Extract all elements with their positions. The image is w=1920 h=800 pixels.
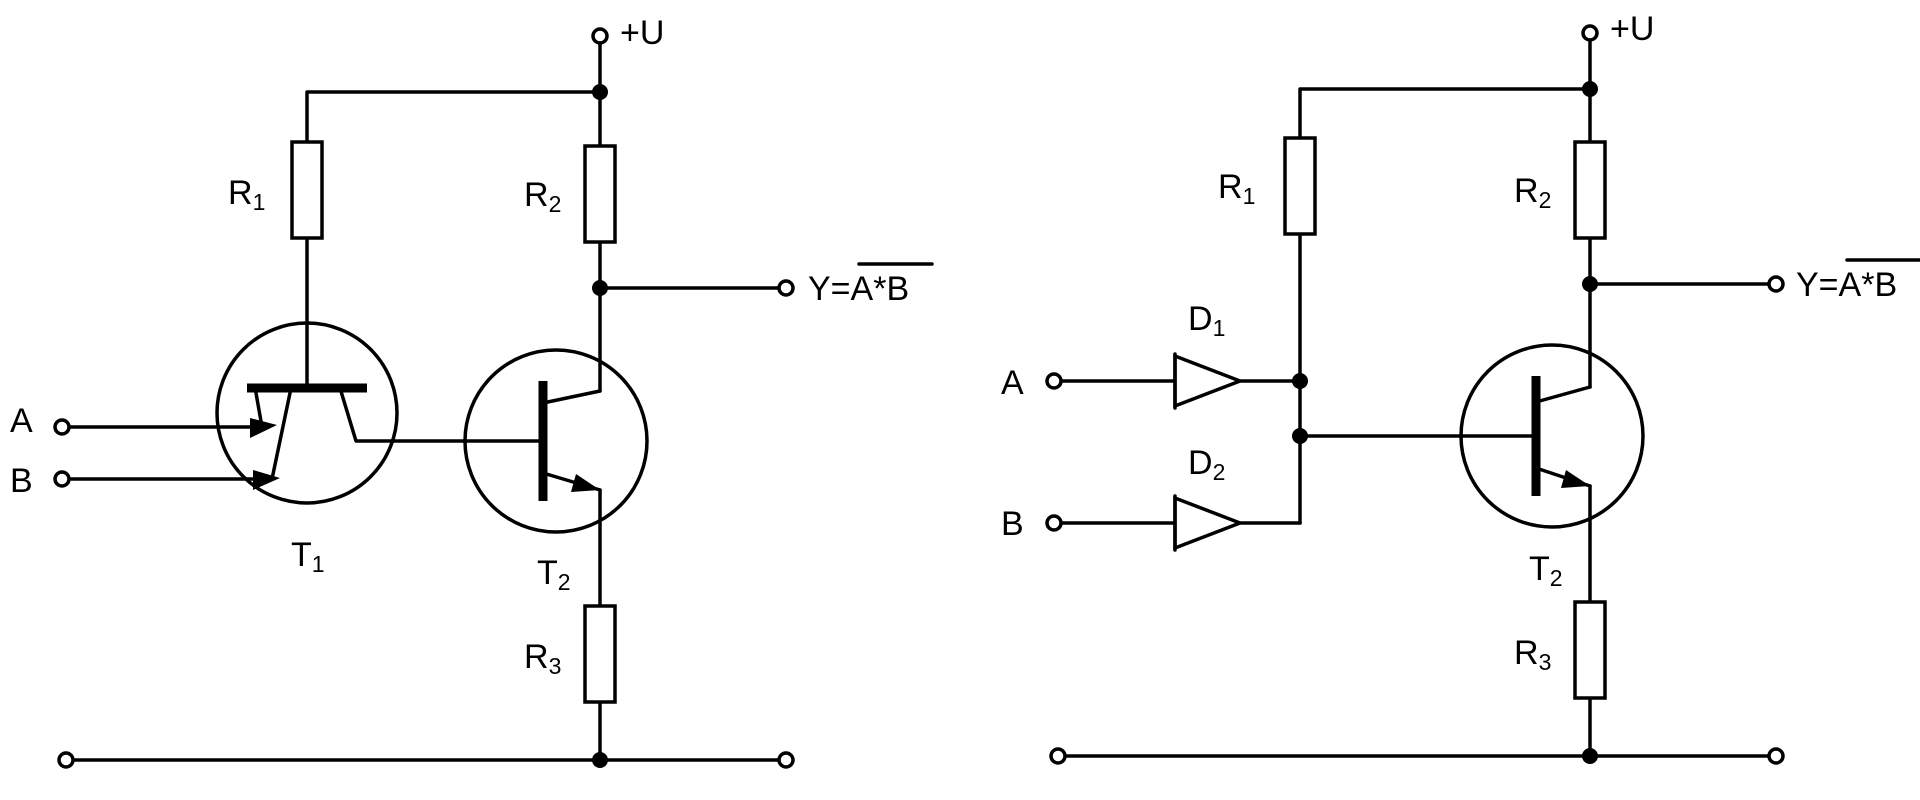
resistor-r2	[1573, 140, 1607, 240]
output-expression: A*B	[851, 270, 910, 308]
resistor-r3	[1573, 600, 1607, 700]
wire-supply-rail	[305, 34, 602, 144]
junction-dot	[592, 84, 608, 100]
transistor-t2	[1459, 343, 1645, 529]
r2-label: R2	[524, 176, 561, 217]
terminal-ground-right	[777, 751, 795, 769]
terminal-input-a	[1045, 372, 1063, 390]
terminal-input-b	[53, 470, 71, 488]
t2-emitter-arrow	[1561, 470, 1590, 488]
terminal-ground-left	[1049, 747, 1067, 765]
terminal-supply	[591, 27, 609, 45]
terminal-output	[1767, 275, 1785, 293]
t1-label: T1	[291, 536, 325, 577]
r1-label: R1	[1218, 168, 1255, 209]
diode-d1	[1173, 352, 1245, 410]
terminal-output	[777, 279, 795, 297]
input-a-label: A	[10, 402, 33, 440]
terminal-supply	[1581, 24, 1599, 42]
wire-t1-to-t2	[338, 386, 545, 443]
output-label: Y=A*B	[808, 270, 909, 308]
circuit-dtl-nand: +U Y=A*B A B R1 R2 R3 D1 D2 T2	[1001, 10, 1920, 765]
terminal-input-b	[1045, 514, 1063, 532]
terminal-ground-right	[1767, 747, 1785, 765]
d1-label: D1	[1188, 300, 1225, 341]
diode-d2	[1173, 494, 1245, 552]
terminal-ground-left	[57, 751, 75, 769]
t2-emitter-arrow	[571, 474, 600, 492]
circuit-ttl-nand: +U Y=A*B A B R1 R2 R3 T1 T2	[10, 14, 934, 769]
r3-label: R3	[1514, 634, 1551, 675]
junction-dot	[592, 280, 608, 296]
terminal-input-a	[53, 418, 71, 436]
resistor-r3	[583, 604, 617, 704]
resistor-r1	[1283, 136, 1317, 236]
junction-dot	[1582, 748, 1598, 764]
supply-label: +U	[620, 14, 664, 52]
junction-dot	[1582, 276, 1598, 292]
transistor-t2	[463, 348, 649, 534]
t1-emitter-arrow-a	[250, 418, 277, 438]
supply-label: +U	[1610, 10, 1654, 48]
junction-dot	[1582, 81, 1598, 97]
wire-supply-rail	[1298, 31, 1592, 140]
t1-emitter-arrow-b	[253, 470, 280, 490]
junction-dot	[1292, 428, 1308, 444]
junction-dot	[592, 752, 608, 768]
t2-label: T2	[537, 554, 571, 595]
d2-label: D2	[1188, 444, 1225, 485]
r2-label: R2	[1514, 172, 1551, 213]
output-expression: A*B	[1839, 266, 1898, 304]
transistor-t1	[215, 321, 399, 505]
input-a-label: A	[1001, 364, 1024, 402]
input-b-label: B	[1001, 505, 1024, 543]
output-label: Y=A*B	[1796, 266, 1897, 304]
r3-label: R3	[524, 638, 561, 679]
junction-dot	[1292, 373, 1308, 389]
input-b-label: B	[10, 462, 33, 500]
resistor-r2	[583, 144, 617, 244]
resistor-r1	[290, 140, 324, 240]
t2-label: T2	[1529, 550, 1563, 591]
r1-label: R1	[228, 174, 265, 215]
